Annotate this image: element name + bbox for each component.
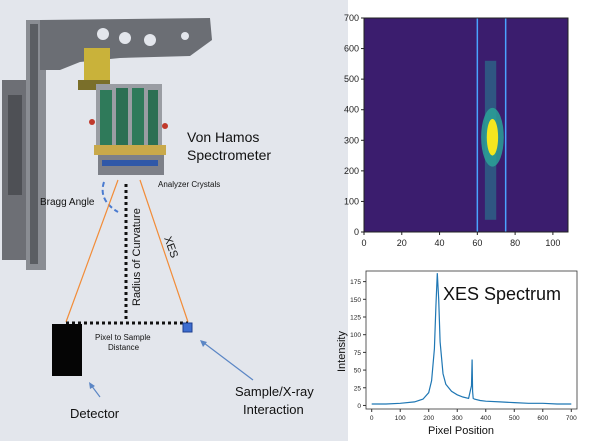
heatmap-frame <box>363 17 569 233</box>
bragg-angle-arc <box>101 181 119 213</box>
spectrometer-diagram: Von Hamos Spectrometer Analyzer Crystals… <box>0 0 348 441</box>
red-marker-1 <box>89 119 95 125</box>
spectrum-xtick-label: 600 <box>537 415 548 422</box>
arm-hole-1 <box>97 28 109 40</box>
heatmap-xtick-label: 20 <box>397 238 407 248</box>
heatmap-xtick-label: 40 <box>435 238 445 248</box>
heatmap-ytick-label: 100 <box>344 196 359 206</box>
heatmap-ytick-label: 400 <box>344 105 359 115</box>
heatmap-xtick-label: 80 <box>510 238 520 248</box>
crystal-3 <box>132 88 144 148</box>
crystal-strip <box>102 160 158 166</box>
tower-column-inner <box>30 24 38 264</box>
spectrum-ytick-label: 100 <box>350 332 361 339</box>
label-detector: Detector <box>70 406 120 421</box>
detector-image-chart: 0 20 40 60 80 100 0 100 200 300 400 500 600 700 <box>344 13 569 248</box>
label-pixel-distance-2: Distance <box>108 343 140 352</box>
arm-hole-2 <box>119 32 131 44</box>
sample-pointer-head <box>200 340 207 347</box>
sample-pointer <box>203 342 254 381</box>
heatmap-background <box>364 18 568 232</box>
xes-spectrum-chart: 0 100 200 300 400 500 600 700 0 25 50 75 100 125 150 17… <box>350 270 578 422</box>
spectrum-ytick-label: 0 <box>357 403 361 410</box>
spectrum-ytick-label: 125 <box>350 315 361 322</box>
red-marker-2 <box>162 123 168 129</box>
label-radius: Radius of Curvature <box>131 208 143 306</box>
spectrum-xtick-label: 0 <box>370 415 374 422</box>
spectrum-xtick-label: 400 <box>480 415 491 422</box>
spectrum-ytick-label: 175 <box>350 279 361 286</box>
spectrum-xtick-label: 500 <box>509 415 520 422</box>
label-analyzer-crystals: Analyzer Crystals <box>158 180 220 189</box>
spectrum-ytick-label: 150 <box>350 297 361 304</box>
heatmap-xtick-label: 60 <box>472 238 482 248</box>
spectrum-xtick-label: 100 <box>395 415 406 422</box>
label-bragg-angle: Bragg Angle <box>40 197 95 208</box>
heatmap-ytick-label: 700 <box>344 13 359 23</box>
detector-pointer-head <box>89 382 95 389</box>
crystal-2 <box>116 88 128 148</box>
arm-hole-3 <box>144 34 156 46</box>
spectrum-ytick-label: 50 <box>354 368 362 375</box>
housing-base-yellow <box>94 145 166 155</box>
spectrum-xtick-label: 300 <box>452 415 463 422</box>
top-arm <box>40 18 212 70</box>
tower-slot <box>8 95 22 195</box>
heatmap-ytick-label: 500 <box>344 74 359 84</box>
label-von-hamos: Von Hamos <box>187 129 259 145</box>
label-sample-1: Sample/X-ray <box>235 384 314 399</box>
beam-to-sample <box>139 179 189 323</box>
heatmap-ytick-label: 300 <box>344 135 359 145</box>
bracket-mount <box>78 80 110 90</box>
label-pixel-distance-1: Pixel to Sample <box>95 333 151 342</box>
spectrum-xtick-label: 700 <box>566 415 577 422</box>
spectrum-ylabel: Intensity <box>336 331 348 372</box>
yellow-bracket <box>84 48 110 82</box>
detector-block <box>52 324 82 376</box>
spectrum-title: XES Spectrum <box>443 284 561 304</box>
heatmap-hotspot <box>486 118 499 156</box>
heatmap-ytick-label: 200 <box>344 166 359 176</box>
spectrum-xtick-label: 200 <box>423 415 434 422</box>
label-spectrometer: Spectrometer <box>187 147 271 163</box>
spectrum-xlabel: Pixel Position <box>428 425 494 437</box>
heatmap-ytick-label: 0 <box>354 227 359 237</box>
label-sample-2: Interaction <box>243 402 304 417</box>
spectrum-ytick-label: 25 <box>354 385 362 392</box>
crystal-1 <box>100 90 112 148</box>
arm-hole-4 <box>181 32 189 40</box>
sample-block <box>182 322 193 333</box>
beam-to-detector <box>65 179 119 323</box>
heatmap-xtick-label: 100 <box>545 238 560 248</box>
crystal-4 <box>148 90 158 148</box>
spectrum-series-line <box>371 273 572 405</box>
heatmap-ytick-label: 600 <box>344 44 359 54</box>
heatmap-xtick-label: 0 <box>361 238 366 248</box>
spectrum-ytick-label: 75 <box>354 350 362 357</box>
